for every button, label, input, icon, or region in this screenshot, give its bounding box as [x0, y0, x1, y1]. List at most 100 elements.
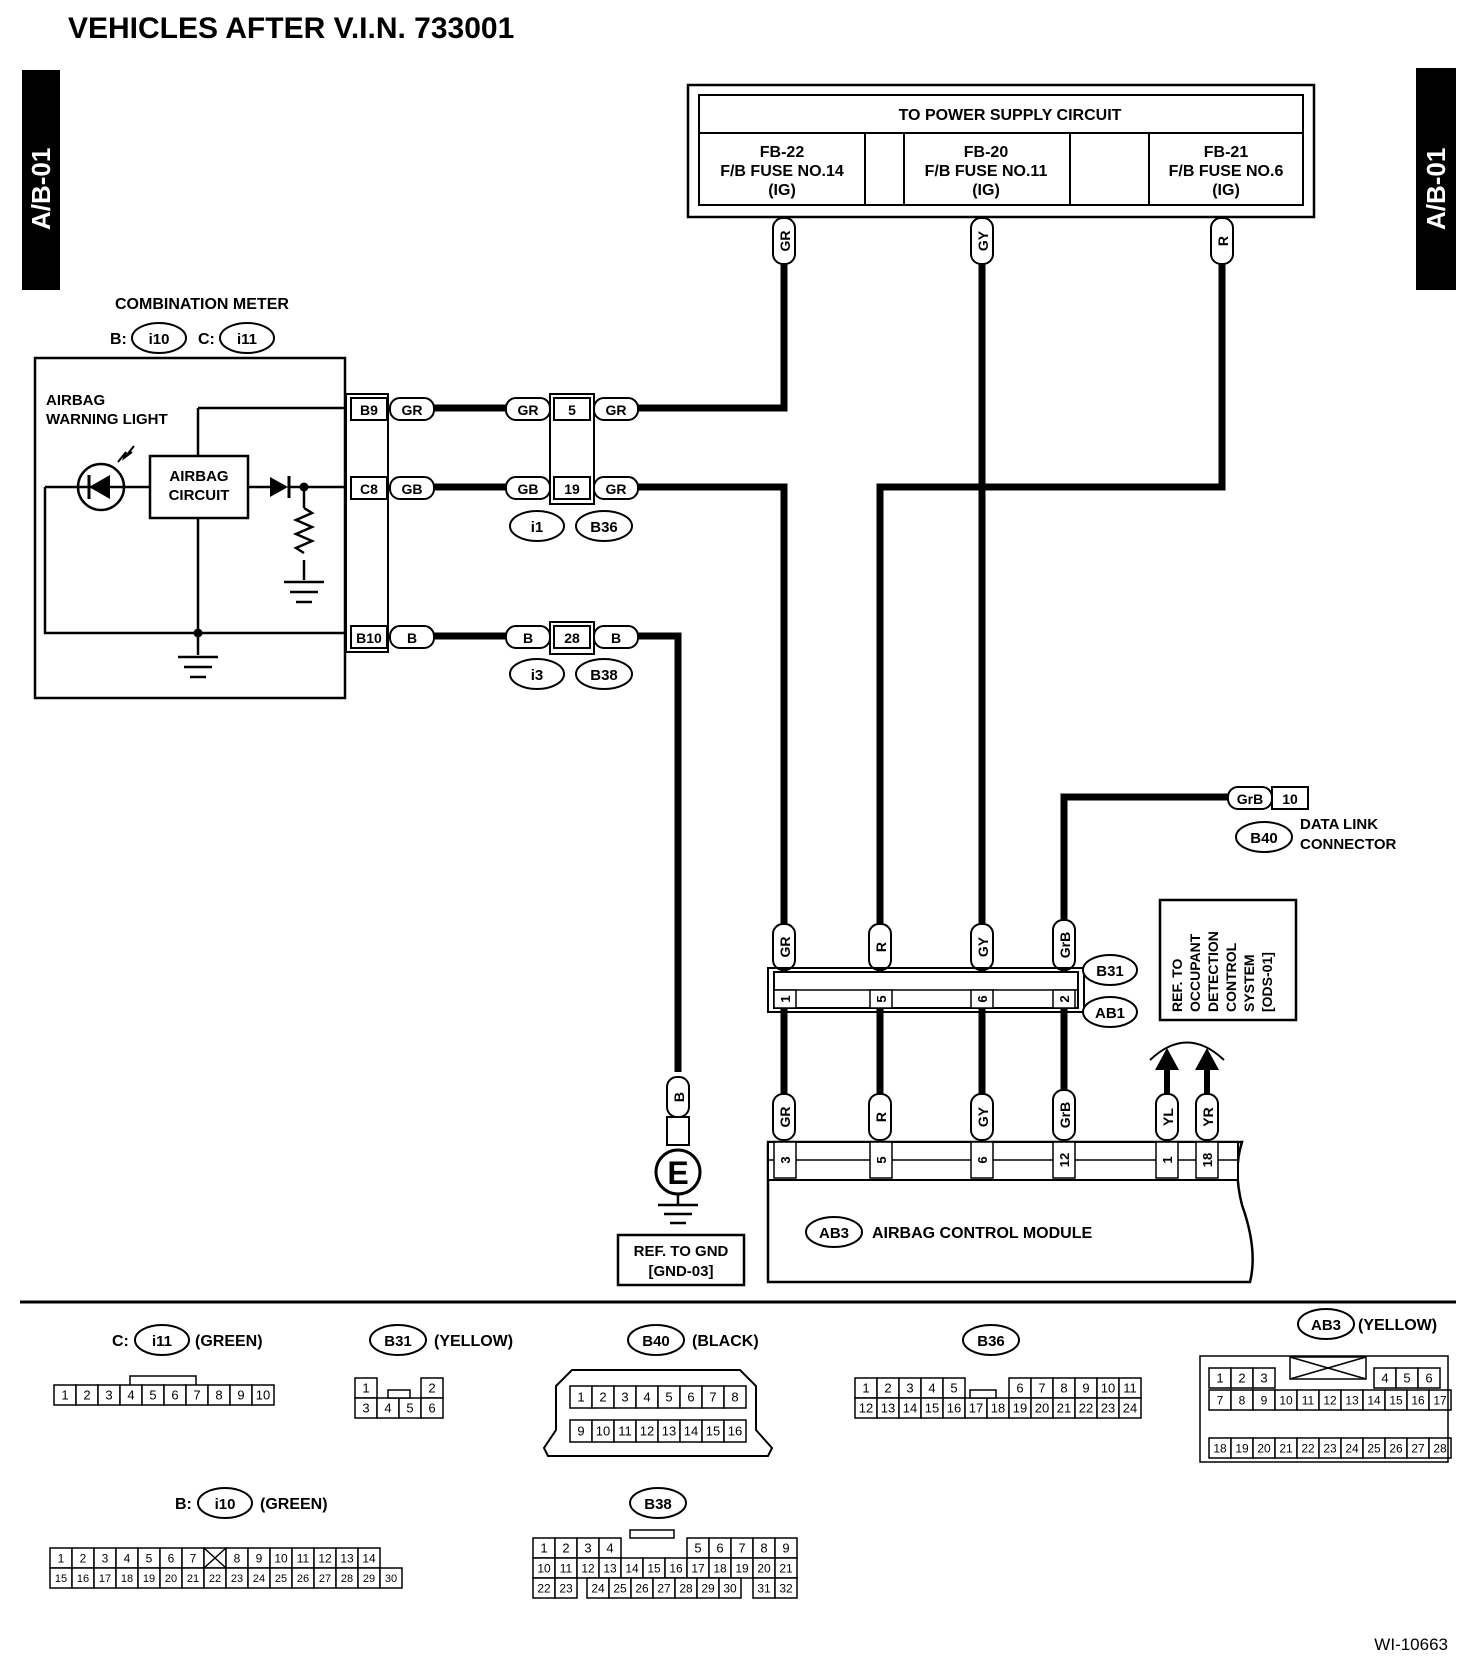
- meter-pin-b10: B10: [356, 630, 382, 646]
- pin-number: 13: [881, 1401, 895, 1416]
- pin-number: 3: [362, 1401, 369, 1416]
- conn-b38-label: B38: [590, 667, 618, 684]
- pin-number: 13: [603, 1561, 617, 1575]
- pin-number: 8: [760, 1541, 767, 1556]
- pin-number: 6: [168, 1551, 175, 1565]
- meter-c-prefix: C:: [198, 331, 215, 348]
- data-link-label-2: CONNECTOR: [1300, 836, 1397, 853]
- pin-number: 4: [928, 1381, 935, 1396]
- wire-label-grb-ab3: GrB: [1052, 1089, 1076, 1141]
- wire-label-r-ab3-text: R: [873, 1112, 889, 1122]
- pin-number: 28: [1433, 1441, 1447, 1455]
- pin-number: 27: [657, 1581, 671, 1595]
- wire-label-b-ground-text: B: [671, 1092, 687, 1102]
- pin-number: 32: [779, 1581, 793, 1595]
- pin-number: 7: [1038, 1381, 1045, 1396]
- pin-number: 9: [256, 1551, 263, 1565]
- pin-number: 17: [99, 1573, 111, 1585]
- pin-number: 12: [1323, 1393, 1337, 1407]
- wire-gr-module: [638, 483, 788, 1100]
- fuse-2-id: FB-20: [964, 144, 1009, 161]
- pin-number: 25: [275, 1573, 287, 1585]
- pin-number: 22: [1301, 1441, 1315, 1455]
- pin-number: 11: [297, 1551, 310, 1565]
- pin-number: 1: [540, 1541, 547, 1556]
- wire-label-gb-meter: GB: [389, 476, 435, 500]
- ods-ref-line-5: SYSTEM: [1241, 954, 1257, 1012]
- wire-label-gr-b31: GR: [772, 923, 796, 971]
- ods-ref-line-6: [ODS-01]: [1259, 952, 1275, 1012]
- pin-cell: [1428, 1389, 1452, 1411]
- pin-number: 5: [146, 1551, 153, 1565]
- pin-number: 20: [757, 1561, 771, 1575]
- meter-pin-b9: B9: [360, 402, 378, 418]
- fuse-1-id: FB-22: [760, 144, 805, 161]
- pin-number: 17: [1433, 1393, 1447, 1407]
- pin-number: 16: [728, 1424, 742, 1439]
- pin-number: 1: [58, 1551, 65, 1565]
- ab3-conn-label: AB3: [819, 1225, 849, 1242]
- pin-number: 13: [1345, 1393, 1359, 1407]
- pin-number: 14: [903, 1401, 917, 1416]
- fuse-3-name: F/B FUSE NO.6: [1169, 163, 1284, 180]
- view-b-i10-color: (GREEN): [260, 1496, 328, 1513]
- pin-number: 14: [1367, 1393, 1381, 1407]
- mid-pin-28: 28: [564, 630, 580, 646]
- wire-label-gr-b31-text: GR: [777, 937, 793, 958]
- wire-label-b-ground: B: [666, 1076, 690, 1118]
- pin-number: 4: [643, 1390, 650, 1405]
- conn-b36-label: B36: [590, 519, 618, 536]
- wire-label-r-ab3: R: [868, 1093, 892, 1141]
- data-link-label-1: DATA LINK: [1300, 816, 1378, 833]
- wire-label-gb-meter-text: GB: [402, 481, 423, 497]
- wire-label-r-b31-text: R: [873, 942, 889, 952]
- pin-number: 10: [596, 1424, 610, 1439]
- wire-label-gr-mid-right-2-text: GR: [606, 481, 627, 497]
- ods-arrows: [1149, 1041, 1225, 1094]
- ab1-conn-label: AB1: [1095, 1005, 1125, 1022]
- pin-number: 21: [187, 1573, 199, 1585]
- diode-icon: [270, 476, 291, 498]
- pin-number: 11: [1123, 1381, 1137, 1396]
- pin-number: 16: [77, 1573, 89, 1585]
- pin-number: 20: [1257, 1441, 1271, 1455]
- meter-connector: B9 C8 B10: [345, 393, 389, 653]
- pin-number: 26: [635, 1581, 649, 1595]
- fuse-2-ig: (IG): [972, 182, 1000, 199]
- pin-number: 21: [1057, 1401, 1071, 1416]
- pin-number: 9: [782, 1541, 789, 1556]
- pin-number: 30: [723, 1581, 737, 1595]
- view-c-i11-id: i11: [152, 1333, 172, 1350]
- wire-labels: GR GY R GR GB B GR GB: [389, 217, 1234, 1141]
- fuse-3-id: FB-21: [1204, 144, 1249, 161]
- pin-number: 16: [1411, 1393, 1425, 1407]
- pin-number: 8: [1060, 1381, 1067, 1396]
- wire-label-gr-mid-left-text: GR: [518, 402, 539, 418]
- pin-number: 12: [581, 1561, 595, 1575]
- wire-label-gy-top: GY: [970, 217, 994, 265]
- pin-number: 15: [1389, 1393, 1403, 1407]
- pin-number: 2: [562, 1541, 569, 1556]
- wire-label-b-mid-left: B: [505, 625, 551, 649]
- pin-number: 7: [1217, 1393, 1224, 1407]
- meter-c-conn: i11: [237, 331, 257, 348]
- pin-number: 8: [1239, 1393, 1246, 1407]
- pin-number: 5: [950, 1381, 957, 1396]
- pin-number: 8: [731, 1390, 738, 1405]
- internal-ground-icon-2: [178, 655, 218, 679]
- pin-number: 7: [190, 1551, 197, 1565]
- wire-label-grb-b31: GrB: [1052, 919, 1076, 971]
- pin-number: 1: [1216, 1371, 1223, 1386]
- b31-pin-1: 1: [778, 995, 793, 1002]
- pin-number: 6: [428, 1401, 435, 1416]
- power-supply-title: TO POWER SUPPLY CIRCUIT: [899, 107, 1122, 124]
- meter-b-conn: i10: [149, 331, 170, 348]
- pin-number: 6: [687, 1390, 694, 1405]
- pin-number: 24: [1345, 1441, 1359, 1455]
- meter-pin-c8: C8: [360, 481, 378, 497]
- wire-label-gr-ab3: GR: [772, 1093, 796, 1141]
